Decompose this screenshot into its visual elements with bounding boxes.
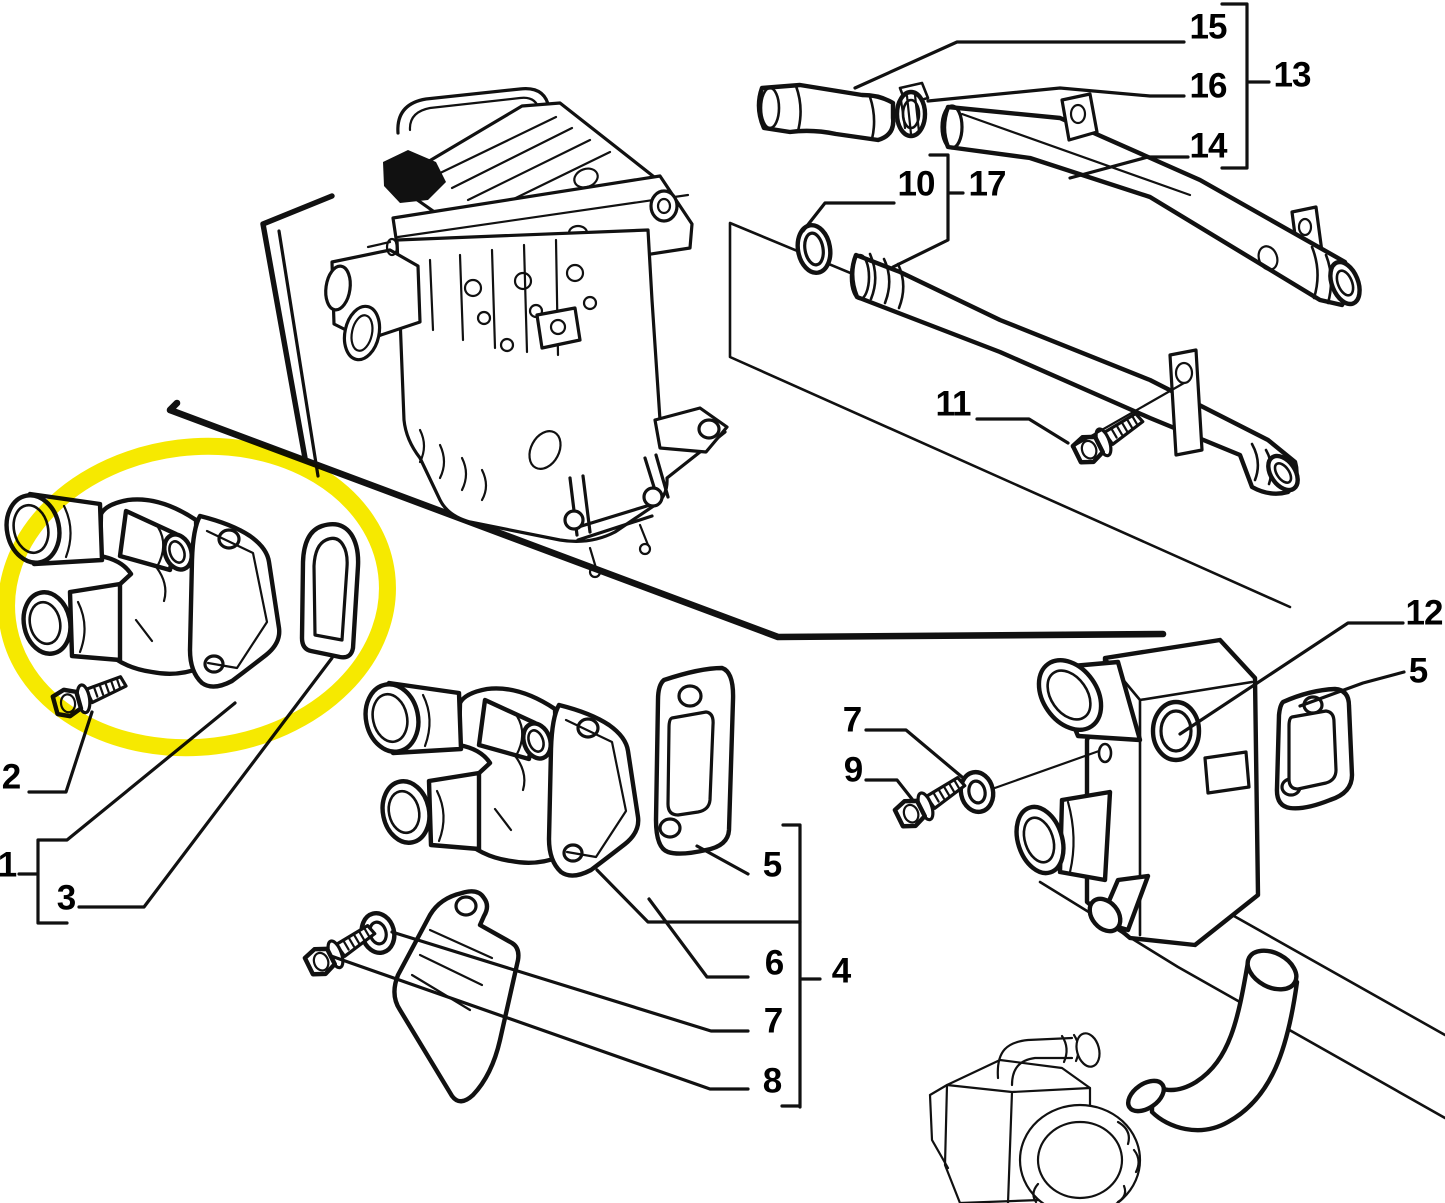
callout-8: 8 — [762, 1061, 782, 1101]
callout-17: 17 — [968, 164, 1007, 204]
unit-12 — [1014, 637, 1261, 948]
callout-15: 15 — [1189, 7, 1228, 47]
callout-6: 6 — [764, 943, 784, 983]
callout-16: 16 — [1189, 66, 1228, 106]
water-pipe-14 — [940, 92, 1362, 308]
yellow-highlight-ring — [0, 437, 396, 757]
o-ring-10 — [795, 223, 833, 275]
support-bracket — [392, 889, 521, 1104]
callout-leader-lines — [17, 2, 1406, 1109]
hose-clamp-16 — [894, 81, 930, 139]
callout-7-right: 7 — [842, 700, 862, 740]
gasket-5-center — [653, 665, 736, 856]
callout-7-center: 7 — [763, 1001, 783, 1041]
water-hose — [1126, 948, 1300, 1133]
water-pipes-group — [756, 81, 1362, 496]
callout-10: 10 — [897, 164, 936, 204]
callout-14: 14 — [1189, 126, 1228, 166]
gasket-5-right — [1274, 686, 1355, 811]
gasket-3 — [299, 522, 361, 660]
callout-13: 13 — [1273, 55, 1312, 95]
callout-3: 3 — [56, 878, 76, 918]
thermostat-housing-center — [302, 665, 736, 1104]
thermostat-housing-highlighted — [0, 490, 361, 718]
hose-15 — [756, 82, 896, 143]
bolt-9 — [892, 776, 972, 830]
callout-2: 2 — [1, 757, 21, 797]
water-pipe-17 — [849, 252, 1300, 496]
callout-5-center: 5 — [762, 845, 782, 885]
heater-unit-12-group — [892, 637, 1355, 948]
callout-12: 12 — [1405, 593, 1444, 633]
bolt-11 — [1070, 412, 1150, 466]
callout-1: 1 — [0, 845, 17, 885]
engine-block-drawing — [324, 87, 729, 579]
callout-9: 9 — [843, 750, 863, 790]
callout-11: 11 — [935, 384, 972, 424]
callout-4: 4 — [831, 951, 851, 991]
callout-5-right: 5 — [1408, 651, 1428, 691]
water-pump — [928, 1032, 1142, 1203]
